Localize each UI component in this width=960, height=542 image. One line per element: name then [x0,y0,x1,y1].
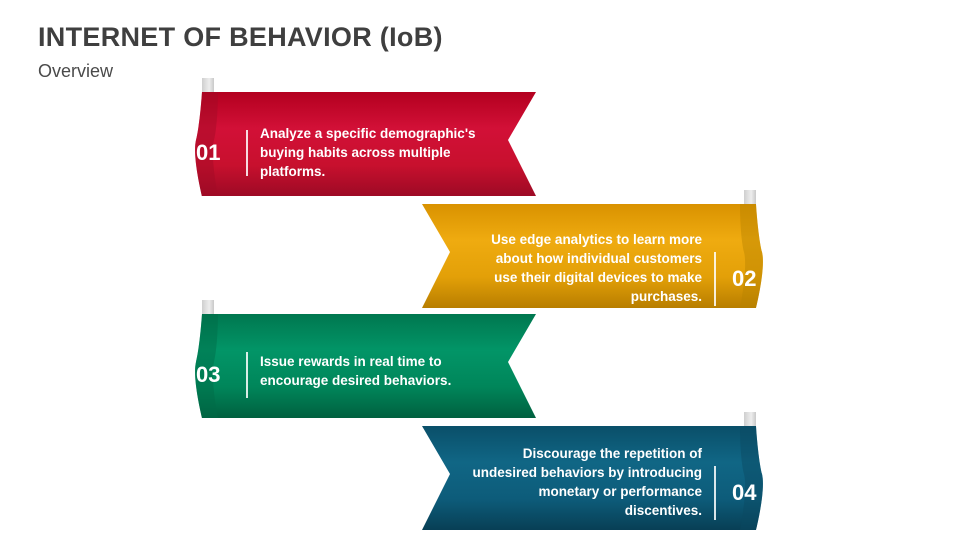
ribbon-item-02[interactable]: 02 Use edge analytics to learn more abou… [404,190,794,320]
ribbon-divider-02 [714,252,716,306]
page-subtitle: Overview [38,61,114,81]
ribbon-number-03: 03 [196,362,221,387]
ribbon-divider-04 [714,466,716,520]
ribbon-shape-03 [195,300,537,418]
ribbon-shape-04 [422,412,763,530]
page-title: INTERNET OF BEHAVIOR (IoB) [38,22,443,52]
ribbon-item-04[interactable]: 04 Discourage the repetition of undesire… [404,412,794,542]
ribbon-divider-03 [246,352,248,398]
ribbon-number-01: 01 [196,140,221,165]
ribbon-number-02: 02 [732,266,757,291]
ribbon-item-03[interactable]: 03 Issue rewards in real time to encoura… [178,300,568,430]
ribbon-number-04: 04 [732,480,757,505]
ribbon-text-01: Analyze a specific demographic's buying … [260,126,476,179]
ribbon-shape-01 [195,78,537,196]
ribbon-text-03: Issue rewards in real time to encourage … [260,354,452,388]
ribbon-shape-02 [422,190,763,308]
ribbon-text-02: Use edge analytics to learn more about h… [491,232,702,304]
ribbon-divider-01 [246,130,248,176]
ribbon-text-04: Discourage the repetition of undesired b… [472,446,702,518]
ribbon-item-01[interactable]: 01 Analyze a specific demographic's buyi… [178,78,568,208]
